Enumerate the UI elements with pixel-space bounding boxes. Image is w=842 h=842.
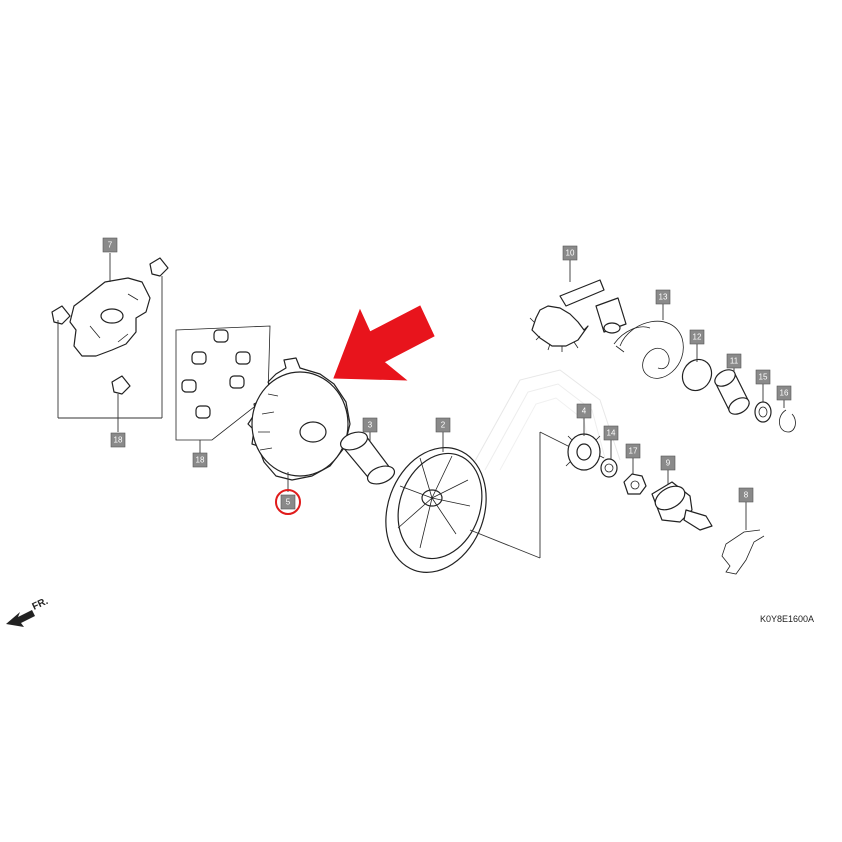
svg-text:10: 10 xyxy=(566,249,575,258)
part-15-washer xyxy=(754,401,772,423)
svg-text:5: 5 xyxy=(286,498,291,507)
callout-11: 11 xyxy=(726,353,742,369)
svg-text:4: 4 xyxy=(582,407,587,416)
svg-text:8: 8 xyxy=(744,491,749,500)
svg-text:3: 3 xyxy=(368,421,373,430)
front-arrow-icon xyxy=(6,610,35,627)
part-16-circlip xyxy=(779,409,796,433)
svg-text:13: 13 xyxy=(659,293,668,302)
part-12-ring xyxy=(681,358,713,392)
svg-text:15: 15 xyxy=(759,373,768,382)
svg-text:14: 14 xyxy=(607,429,616,438)
callout-9: 9 xyxy=(660,455,676,471)
part-11-bushing xyxy=(714,369,750,415)
part-10-sector-gear xyxy=(529,279,627,352)
svg-text:17: 17 xyxy=(629,447,638,456)
callout-8: 8 xyxy=(738,487,754,503)
callout-17: 17 xyxy=(625,443,641,459)
part-13-spring xyxy=(613,320,684,379)
part-18-rollers xyxy=(175,325,271,441)
part-2-drive-pulley xyxy=(385,447,487,573)
callout-14: 14 xyxy=(603,425,619,441)
callout-15: 15 xyxy=(755,369,771,385)
part-14-washer xyxy=(600,458,618,478)
part-7-plate xyxy=(51,257,169,395)
callout-2: 2 xyxy=(435,417,451,433)
callout-5: 5 xyxy=(280,494,296,510)
callout-13: 13 xyxy=(655,289,671,305)
callout-16: 16 xyxy=(776,385,792,401)
svg-text:12: 12 xyxy=(693,333,702,342)
part-17-nut xyxy=(623,473,647,495)
svg-text:18: 18 xyxy=(114,436,123,445)
front-label: FR. xyxy=(31,596,50,613)
callout-3: 3 xyxy=(362,417,378,433)
svg-text:11: 11 xyxy=(730,357,739,366)
pointer-arrow xyxy=(333,305,435,381)
callout-12: 12 xyxy=(689,329,705,345)
part-3-collar xyxy=(339,431,396,485)
callout-4: 4 xyxy=(576,403,592,419)
diagram-code: K0Y8E1600A xyxy=(760,614,814,624)
front-direction-indicator: FR. xyxy=(6,596,50,627)
part-8-wire-clip xyxy=(721,529,765,575)
svg-text:9: 9 xyxy=(666,459,671,468)
part-4-ratchet xyxy=(565,433,605,471)
callout-18: 18 xyxy=(192,452,208,468)
highlight-ring xyxy=(275,489,301,515)
svg-text:2: 2 xyxy=(441,421,446,430)
part-9-spindle xyxy=(651,481,713,531)
callout-18: 18 xyxy=(110,432,126,448)
callout-7: 7 xyxy=(102,237,118,253)
svg-text:16: 16 xyxy=(780,389,789,398)
callout-10: 10 xyxy=(562,245,578,261)
svg-text:18: 18 xyxy=(196,456,205,465)
svg-text:7: 7 xyxy=(108,241,113,250)
